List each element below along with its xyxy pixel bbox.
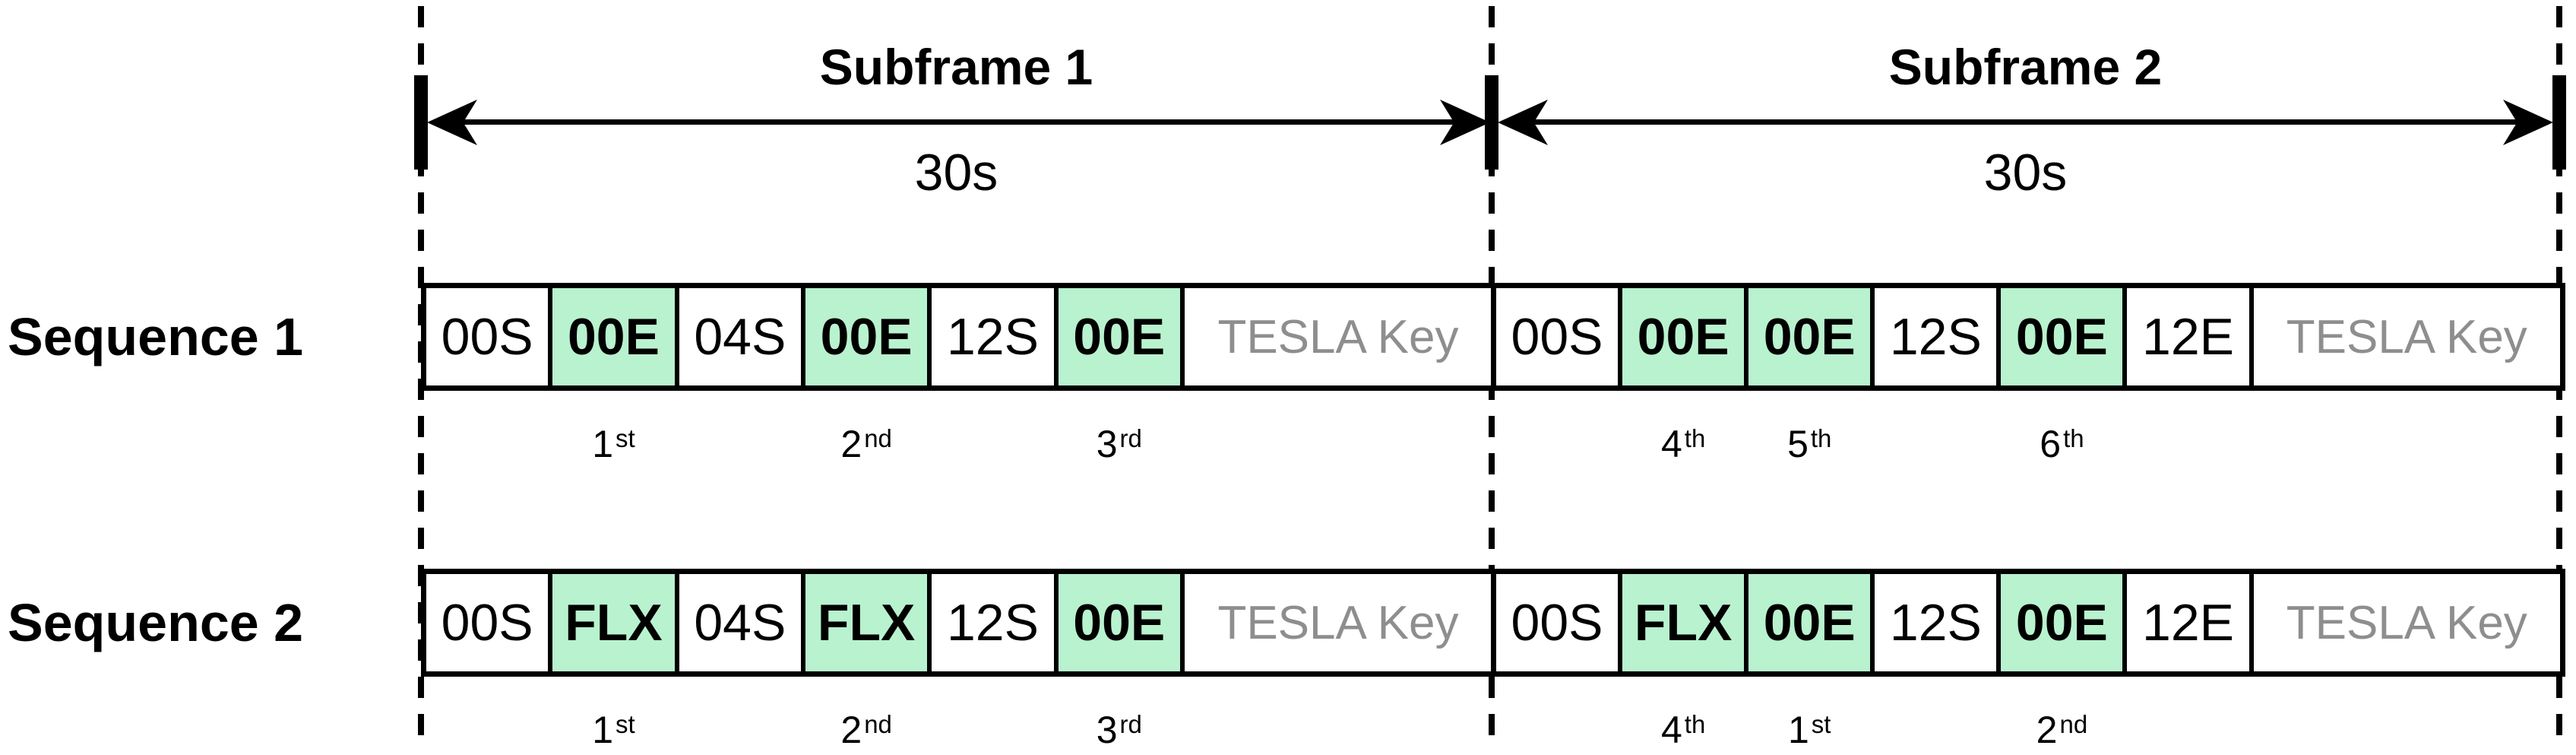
slot-cell: 00S	[426, 288, 549, 385]
slot-label: 00E	[1637, 308, 1729, 366]
slot-label: FLX	[1634, 594, 1733, 652]
slot-cell: 00S	[1496, 574, 1619, 671]
slot-cell: 00S	[426, 574, 549, 671]
tesla-key-cell: TESLA Key	[2248, 288, 2560, 385]
slot-cell: 00S	[1496, 288, 1619, 385]
sequence2-label: Sequence 2	[8, 593, 304, 652]
arrow-terminator-tick-middle	[1485, 75, 1498, 170]
subframe2-duration-arrow	[1508, 119, 2546, 125]
slot-cell: 12S	[927, 288, 1054, 385]
slot-cell: 12S	[927, 574, 1054, 671]
tesla-key-cell: TESLA Key	[1179, 288, 1492, 385]
slot-cell: 04S	[674, 574, 801, 671]
subframe1-duration-arrow	[437, 119, 1478, 125]
arrow-terminator-tick-left	[414, 75, 428, 170]
slot-label: 00E	[1073, 308, 1166, 366]
sequence1-label: Sequence 1	[8, 307, 304, 366]
slot-cell: 12E	[2122, 574, 2249, 671]
slot-label: FLX	[565, 594, 663, 652]
slot-label: 00E	[2015, 594, 2108, 652]
slot-label: 00E	[1073, 594, 1166, 652]
subframe1-duration: 30s	[914, 144, 998, 201]
tesla-key-cell: TESLA Key	[2248, 574, 2560, 671]
subframe2-label: Subframe 2	[1888, 39, 2163, 95]
subframe1-label: Subframe 1	[819, 39, 1093, 95]
slot-label: 00E	[1763, 594, 1856, 652]
slot-label: FLX	[817, 594, 916, 652]
subframe2-duration: 30s	[1983, 144, 2068, 201]
tesla-key-cell: TESLA Key	[1179, 574, 1492, 671]
slot-cell: 12S	[1870, 288, 1997, 385]
slot-label: 00E	[567, 308, 660, 366]
slot-cell: 12S	[1870, 574, 1997, 671]
slot-cell: 12E	[2122, 288, 2249, 385]
slot-cell: 04S	[674, 288, 801, 385]
slot-label: 00E	[2015, 308, 2108, 366]
arrow-terminator-tick-right	[2552, 75, 2566, 170]
slot-label: 00E	[1763, 308, 1856, 366]
slot-label: 00E	[820, 308, 913, 366]
